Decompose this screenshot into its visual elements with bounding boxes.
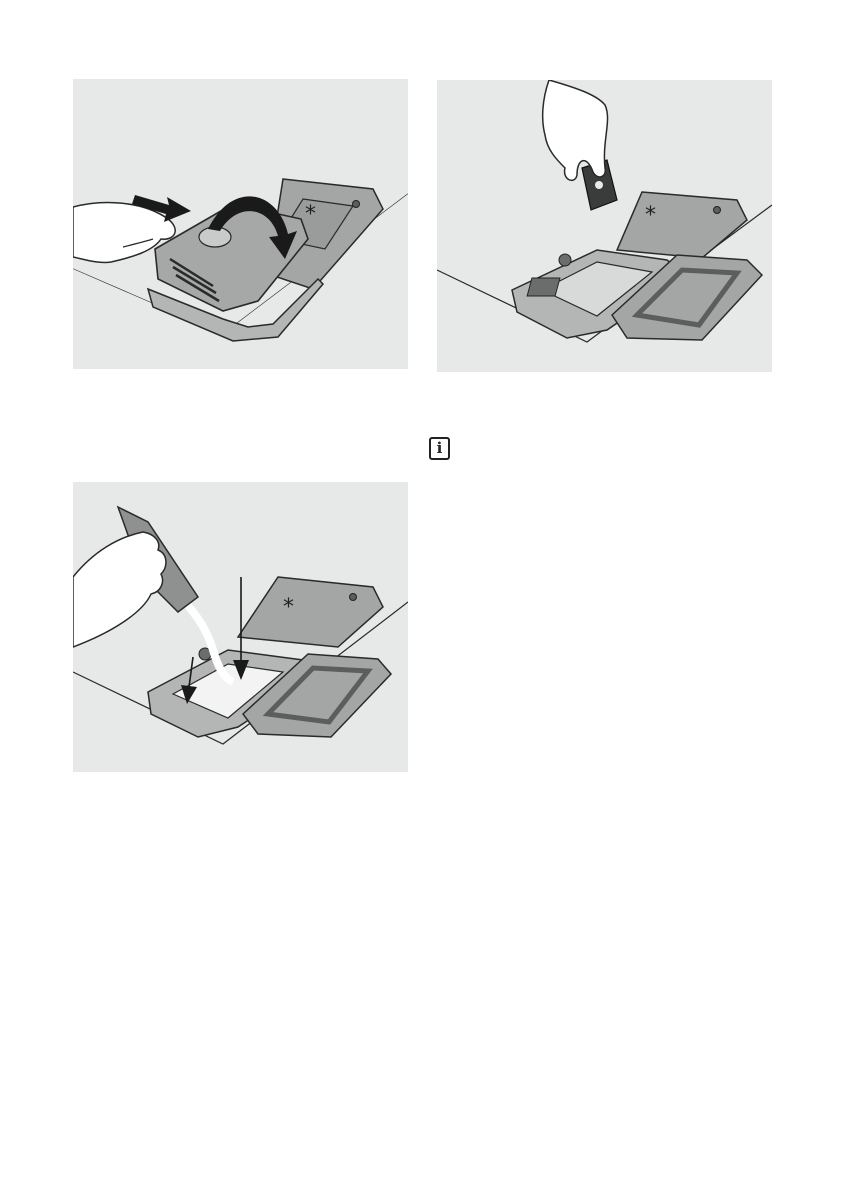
dishwasher-tablet-insertion-illustration: * [437,80,772,372]
figure-close-lid: * [73,79,408,369]
dispenser-lid-closing-illustration: * [73,79,408,369]
detergent-powder-pouring-illustration: * [73,482,408,772]
figure-insert-tablet: * [437,80,772,372]
figure-pour-powder: * [73,482,408,772]
svg-text:*: * [305,202,316,227]
svg-text:*: * [645,203,656,228]
svg-text:*: * [283,595,294,620]
info-icon: i [429,437,450,460]
